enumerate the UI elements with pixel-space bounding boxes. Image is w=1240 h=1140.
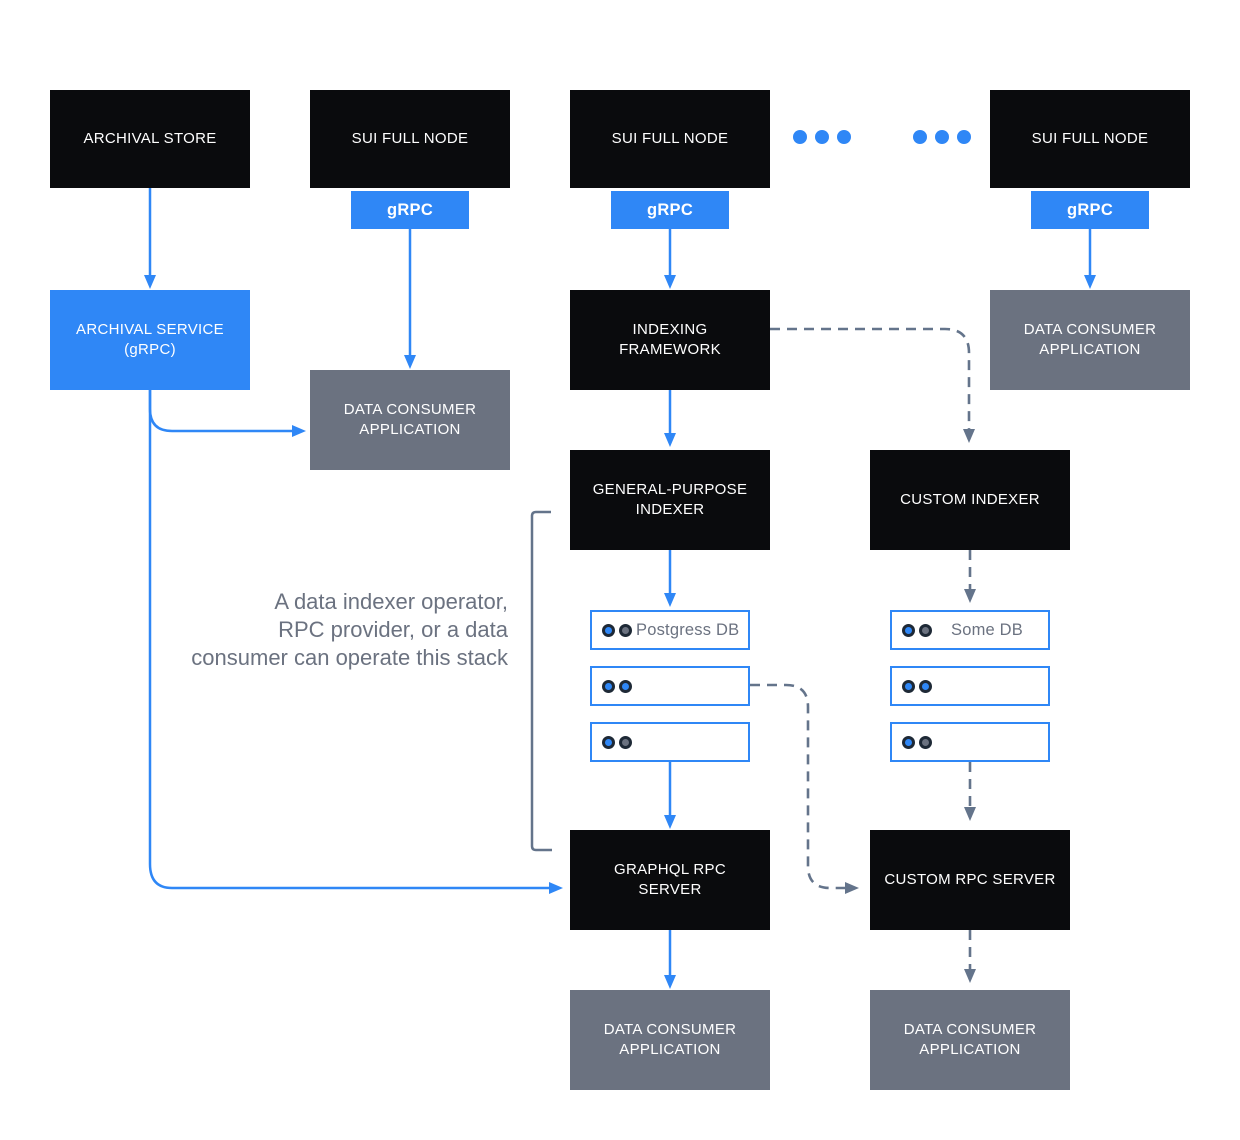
node-label-line1: ARCHIVAL SERVICE: [76, 321, 224, 338]
node-general-purpose-indexer: GENERAL-PURPOSE INDEXER: [570, 450, 770, 550]
db-dot-icon: [919, 735, 932, 749]
badge-label: gRPC: [386, 200, 434, 219]
node-label: GRAPHQL RPC SERVER: [614, 861, 726, 898]
node-label: CUSTOM RPC SERVER: [884, 871, 1056, 888]
node-label: SUI FULL NODE: [351, 130, 469, 147]
db-dot-icon: [902, 735, 915, 749]
node-data-consumer-app-top-right: DATA CONSUMER APPLICATION: [990, 290, 1190, 390]
db-dot-icon: [619, 735, 632, 749]
node-label-line2: (gRPC): [124, 341, 176, 358]
db-some: Some DB: [890, 610, 1050, 650]
node-label: CUSTOM INDEXER: [900, 491, 1040, 508]
annotation-line: A data indexer operator,: [274, 589, 508, 614]
node-label: DATA CONSUMER APPLICATION: [1023, 321, 1157, 358]
node-archival-store: ARCHIVAL STORE: [50, 90, 250, 188]
node-sui-full-node-mid: SUI FULL NODE: [570, 90, 770, 188]
node-data-consumer-app-bottom-mid: DATA CONSUMER APPLICATION: [570, 990, 770, 1090]
node-label: INDEXING FRAMEWORK: [619, 321, 721, 358]
db-row: [590, 666, 750, 706]
node-label: SUI FULL NODE: [611, 130, 729, 147]
db-dot-icon: [602, 623, 615, 637]
db-row: [890, 722, 1050, 762]
db-dot-icon: [602, 679, 615, 693]
grpc-badge-mid: gRPC: [611, 191, 729, 229]
db-dot-icon: [602, 735, 615, 749]
db-postgres: Postgress DB: [590, 610, 750, 650]
node-label: SUI FULL NODE: [1031, 130, 1149, 147]
node-label: DATA CONSUMER APPLICATION: [903, 1021, 1037, 1058]
ellipsis-icon: [793, 130, 971, 144]
db-dot-icon: [919, 623, 932, 637]
annotation-line: consumer can operate this stack: [191, 645, 508, 670]
node-indexing-framework: INDEXING FRAMEWORK: [570, 290, 770, 390]
stack-bracket: [530, 510, 552, 852]
db-dot-icon: [902, 679, 915, 693]
badge-label: gRPC: [1066, 200, 1114, 219]
node-sui-full-node-left: SUI FULL NODE: [310, 90, 510, 188]
node-label: GENERAL-PURPOSE INDEXER: [592, 481, 748, 518]
node-custom-indexer: CUSTOM INDEXER: [870, 450, 1070, 550]
arrow-archivalservice-to-dataconsumer-left: [148, 390, 306, 437]
node-graphql-rpc-server: GRAPHQL RPC SERVER: [570, 830, 770, 930]
db-dot-icon: [619, 623, 632, 637]
db-row: [890, 666, 1050, 706]
node-data-consumer-app-bottom-right: DATA CONSUMER APPLICATION: [870, 990, 1070, 1090]
db-dot-icon: [619, 679, 632, 693]
badge-label: gRPC: [646, 200, 694, 219]
db-row: [590, 722, 750, 762]
node-label: DATA CONSUMER APPLICATION: [603, 1021, 737, 1058]
node-label: ARCHIVAL STORE: [83, 130, 217, 147]
node-custom-rpc-server: CUSTOM RPC SERVER: [870, 830, 1070, 930]
node-archival-service: ARCHIVAL SERVICE (gRPC): [50, 290, 250, 390]
node-sui-full-node-right: SUI FULL NODE: [990, 90, 1190, 188]
db-dot-icon: [919, 679, 932, 693]
db-label: Postgress DB: [636, 620, 740, 639]
db-label: Some DB: [950, 620, 1023, 639]
stack-annotation: A data indexer operator, RPC provider, o…: [160, 588, 508, 672]
annotation-line: RPC provider, or a data: [278, 617, 508, 642]
grpc-badge-left: gRPC: [351, 191, 469, 229]
node-data-consumer-app-left: DATA CONSUMER APPLICATION: [310, 370, 510, 470]
dashed-indexingframework-to-customindexer: [770, 327, 975, 443]
grpc-badge-right: gRPC: [1031, 191, 1149, 229]
db-dot-icon: [902, 623, 915, 637]
node-label: DATA CONSUMER APPLICATION: [343, 401, 477, 438]
